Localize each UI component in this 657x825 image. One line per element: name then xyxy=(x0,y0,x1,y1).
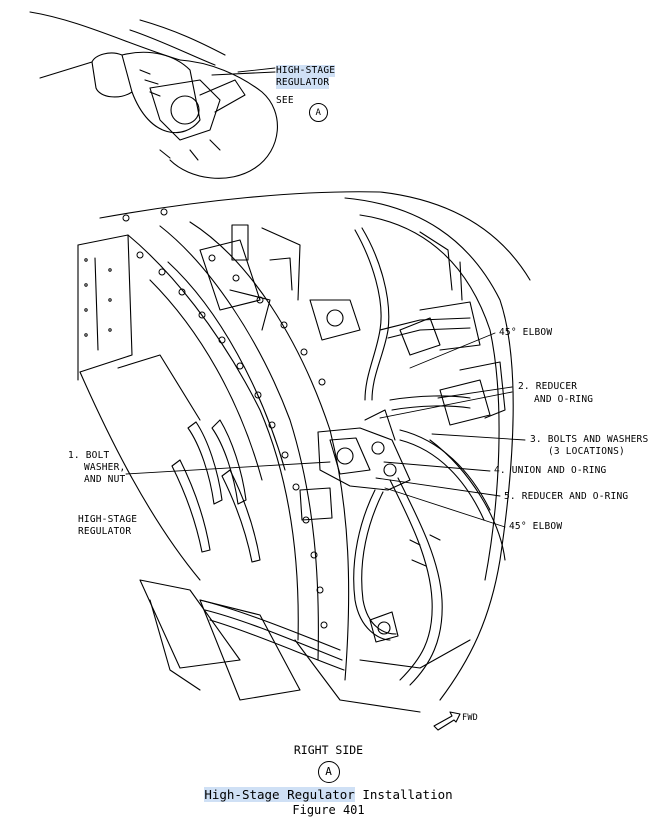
figure-title-highlight: High-Stage Regulator xyxy=(204,787,355,802)
figure-title-rest: Installation xyxy=(354,787,453,802)
reducer-label-line1: 2. REDUCER xyxy=(518,381,578,392)
reducer5-label: 5. REDUCER AND O-RING xyxy=(504,491,629,502)
fwd-arrow xyxy=(433,711,461,731)
regulator-label-line1: HIGH-STAGE xyxy=(78,514,138,525)
bolt-label-line2: WASHER, xyxy=(84,462,126,473)
union-label: 4. UNION AND O-RING xyxy=(494,465,607,476)
fwd-label: FWD xyxy=(462,713,478,723)
callout-see: SEE xyxy=(276,95,294,106)
callout-label-line1: HIGH-STAGE xyxy=(276,65,336,77)
figure-title: High-Stage Regulator Installation xyxy=(0,787,657,802)
regulator-assembly xyxy=(299,409,411,521)
callout-ref-circle: A xyxy=(297,91,328,122)
figure-number: Figure 401 xyxy=(292,803,365,817)
combustion-case xyxy=(77,191,531,713)
callout-ref: A xyxy=(308,103,328,122)
bolt-label-line3: AND NUT xyxy=(84,474,126,485)
tubing xyxy=(199,227,506,686)
overview-inset xyxy=(29,11,278,179)
view-ref: A xyxy=(317,760,340,783)
elbow-bottom-label: 45° ELBOW xyxy=(509,521,563,532)
view-ref-wrap: A xyxy=(0,760,657,783)
reducer-label-line2: AND O-RING xyxy=(534,394,594,405)
elbow-top-label: 45° ELBOW xyxy=(499,327,553,338)
callout-label-line2: REGULATOR xyxy=(276,77,330,89)
leader-lines xyxy=(125,67,526,528)
view-title: RIGHT SIDE xyxy=(293,743,364,757)
bolts-label-line2: (3 LOCATIONS) xyxy=(548,446,625,457)
regulator-label-line2: REGULATOR xyxy=(78,526,132,537)
bolts-label-line1: 3. BOLTS AND WASHERS xyxy=(530,434,649,445)
bolt-label-line1: 1. BOLT xyxy=(68,450,110,461)
